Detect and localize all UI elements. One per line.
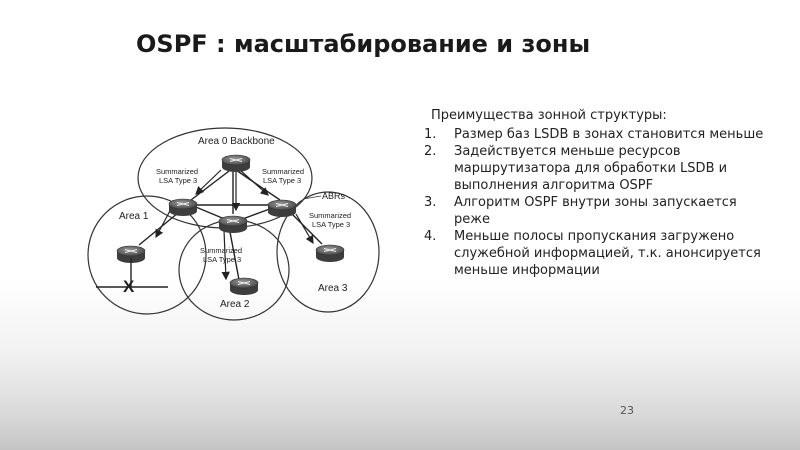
summary-label-right-line2: LSA Type 3 — [263, 176, 301, 185]
abr-router-area2-icon — [218, 215, 248, 234]
summary-label-area2-line2: LSA Type 3 — [203, 255, 241, 264]
area2-router-icon — [229, 277, 259, 296]
abr-router-area3-icon — [267, 199, 297, 218]
list-item-text: Размер баз LSDB в зонах становится меньш… — [454, 127, 764, 142]
list-item-number: 1. — [424, 127, 437, 142]
area1-circle — [87, 195, 207, 315]
summary-arrows — [155, 169, 314, 281]
list-item: 2. Задействуется меньше ресурсов маршрут… — [424, 143, 774, 194]
summary-label-left-line2: LSA Type 3 — [159, 176, 197, 185]
failure-x-mark: X — [123, 277, 135, 296]
backbone-label: Area 0 Backbone — [198, 136, 275, 147]
summary-label-area3-line1: Summarized — [309, 211, 351, 220]
area3-router-icon — [315, 244, 345, 263]
summary-label-area2-line1: Summarized — [200, 246, 242, 255]
area2-label: Area 2 — [220, 299, 250, 310]
slide-title: OSPF : масштабирование и зоны — [136, 30, 591, 58]
abrs-label: ABRs — [322, 191, 346, 201]
list-item-number: 3. — [424, 195, 437, 210]
list-item-number: 2. — [424, 144, 437, 159]
summary-labels: Summarized LSA Type 3 Summarized LSA Typ… — [156, 167, 351, 264]
advantages-intro: Преимущества зонной структуры: — [431, 108, 667, 123]
advantages-items: 1. Размер баз LSDB в зонах становится ме… — [424, 126, 774, 279]
area1-label: Area 1 — [119, 211, 149, 222]
list-item: 4. Меньше полосы пропускания загружено с… — [424, 228, 774, 279]
backbone-router-icon — [221, 154, 251, 173]
summary-label-left-line1: Summarized — [156, 167, 198, 176]
summary-label-area3-line2: LSA Type 3 — [312, 220, 350, 229]
list-item-text: Задействуется меньше ресурсов маршрутиза… — [454, 144, 728, 193]
abr-router-area1-icon — [168, 198, 198, 217]
list-item: 1. Размер баз LSDB в зонах становится ме… — [424, 126, 774, 143]
abrs-pointer — [302, 195, 322, 200]
list-item: 3. Алгоритм OSPF внутри зоны запускается… — [424, 194, 774, 228]
page-number: 23 — [620, 404, 634, 417]
area3-label: Area 3 — [318, 283, 348, 294]
advantages-list: Преимущества зонной структуры: 1. Размер… — [424, 107, 774, 279]
list-item-text: Меньше полосы пропускания загружено служ… — [454, 229, 761, 278]
area3-circle — [276, 191, 380, 313]
summary-label-right-line1: Summarized — [262, 167, 304, 176]
list-item-number: 4. — [424, 229, 437, 244]
list-item-text: Алгоритм OSPF внутри зоны запускается ре… — [454, 195, 737, 227]
